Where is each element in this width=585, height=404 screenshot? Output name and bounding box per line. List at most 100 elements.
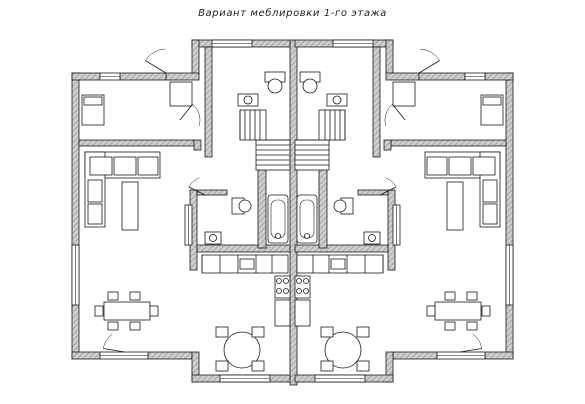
sofa-cushion [87, 179, 103, 203]
party-wall [289, 39, 298, 386]
door-swing [103, 333, 113, 349]
wall-step [165, 72, 200, 81]
door [418, 60, 440, 74]
wall-stub [193, 139, 202, 151]
door [103, 348, 126, 353]
toilet [238, 199, 252, 213]
dining-chair [149, 305, 159, 317]
wall-step [385, 72, 420, 81]
wall-outer-top [71, 72, 101, 81]
door [145, 60, 167, 74]
furniture [81, 71, 504, 372]
wall-outer-top-b [418, 72, 466, 81]
burner [276, 278, 282, 284]
dining-chair [215, 360, 229, 372]
plan-title: Вариант меблировки 1-го этажа [198, 8, 387, 19]
round-table [324, 331, 362, 369]
wall-outer-top [484, 72, 514, 81]
dining-chair [129, 291, 141, 301]
burner [283, 288, 289, 294]
round-table [223, 331, 261, 369]
armchair-back [83, 96, 103, 106]
wall-bottom-b [392, 351, 438, 360]
wall-bottom-a [484, 351, 514, 360]
sofa-cushion [472, 156, 496, 176]
sink [239, 258, 255, 270]
door [392, 104, 406, 121]
toilet [333, 199, 347, 213]
dining-table [103, 301, 151, 321]
windows [71, 39, 514, 383]
washbasin-bowl [243, 95, 253, 105]
drain [275, 233, 281, 239]
sofa-cushion [137, 156, 159, 176]
dining-chair [444, 321, 456, 331]
kitchen-counter [274, 299, 291, 327]
dining-chair [320, 326, 334, 338]
dining-chair [320, 360, 334, 372]
coffee-table [446, 181, 464, 231]
door-swing [145, 48, 166, 61]
wall-inner-a [372, 46, 381, 158]
burner [283, 278, 289, 284]
toilet-bowl [302, 78, 318, 94]
doors [103, 48, 482, 353]
wall-kitchen-top [294, 244, 389, 253]
door-swing [385, 177, 397, 188]
wall-interior-h [78, 139, 195, 147]
burner [303, 278, 309, 284]
toilet-bowl [267, 78, 283, 94]
door [188, 186, 206, 196]
door-swing [472, 333, 482, 349]
wall-inner-a [204, 46, 213, 158]
dining-chair [466, 291, 478, 301]
wall-outer-top-b [119, 72, 167, 81]
stair [318, 109, 346, 141]
drain [304, 233, 310, 239]
sofa-cushion [426, 156, 448, 176]
sofa-cushion [482, 203, 498, 225]
stair [239, 109, 267, 141]
kitchen-counter [294, 299, 311, 327]
dining-table [434, 301, 482, 321]
dining-chair [251, 360, 265, 372]
door [459, 348, 482, 353]
burner [296, 288, 302, 294]
wall-bath-top [196, 189, 228, 196]
wall-outer [71, 72, 80, 359]
wall-bath-mid [318, 167, 328, 249]
wall-outer [505, 72, 514, 359]
dining-chair [129, 321, 141, 331]
wall-bath-top [357, 189, 389, 196]
wall-interior-h [390, 139, 507, 147]
dining-chair [94, 305, 104, 317]
dining-chair [107, 291, 119, 301]
bathtub [267, 194, 289, 244]
door-swing [188, 177, 200, 188]
sofa-cushion [448, 156, 472, 176]
door-swing [192, 104, 201, 126]
dining-chair [426, 305, 436, 317]
dining-chair [107, 321, 119, 331]
dining-chair [356, 326, 370, 338]
door-swing [384, 104, 393, 126]
door [179, 104, 193, 121]
wall-bath-mid [257, 167, 267, 249]
door [379, 186, 397, 196]
armchair [169, 81, 193, 107]
wall-top-left [385, 39, 394, 76]
washbasin-bowl [209, 234, 217, 242]
dining-chair [466, 321, 478, 331]
dining-chair [215, 326, 229, 338]
sofa-cushion [87, 203, 103, 225]
burner [303, 288, 309, 294]
sofa-cushion [482, 179, 498, 203]
bathtub [296, 194, 318, 244]
burner [296, 278, 302, 284]
dining-chair [481, 305, 491, 317]
sink [330, 258, 346, 270]
burner [276, 288, 282, 294]
wall-bottom-a [71, 351, 101, 360]
washbasin-bowl [332, 95, 342, 105]
